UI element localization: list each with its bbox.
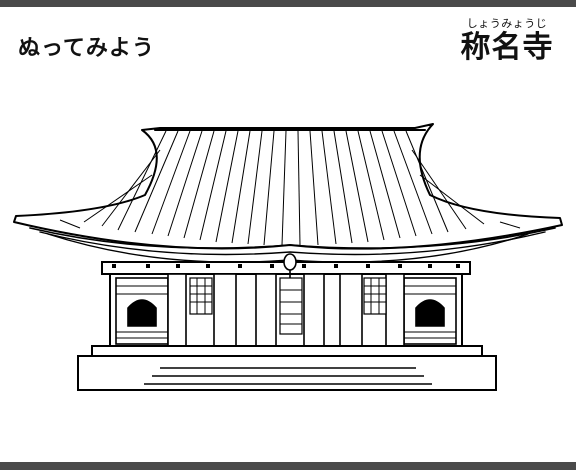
temple-title-block: しょうみょうじ 称名寺 [452,18,562,66]
title-furigana: しょうみょうじ [466,17,548,30]
instruction-text: ぬってみよう [18,36,155,61]
bottom-border-bar [0,462,576,470]
top-border-bar [0,0,576,7]
temple-name-title: 称名寺 [460,30,554,65]
